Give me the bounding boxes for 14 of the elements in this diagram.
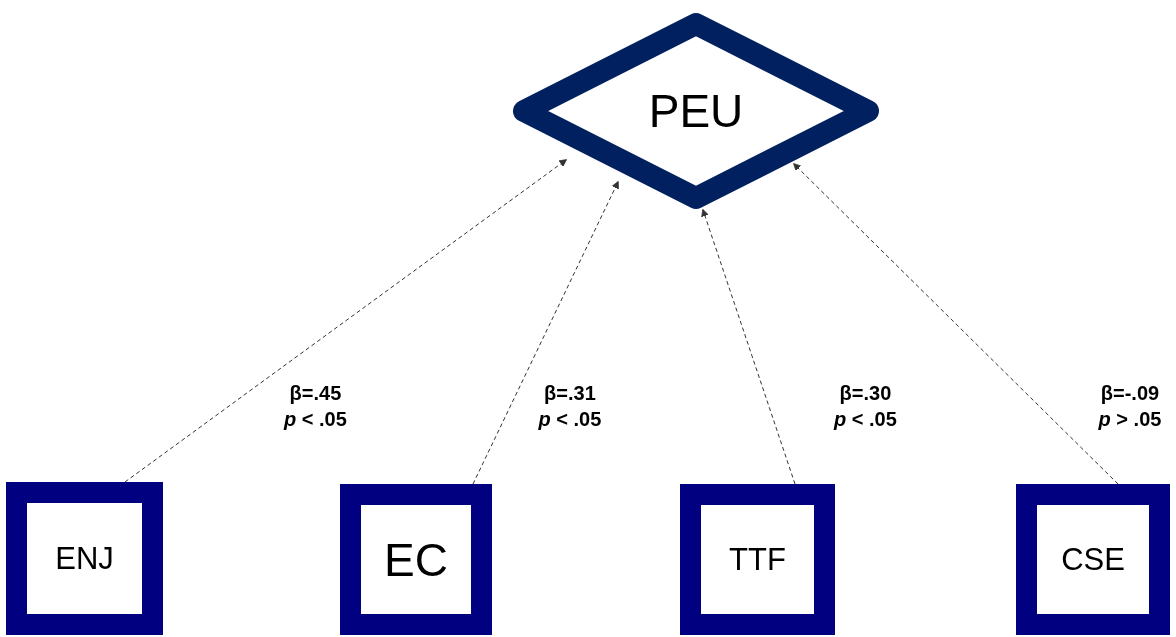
construct-box [340, 484, 492, 635]
arrow [701, 209, 796, 485]
node-label: ENJ [55, 540, 114, 577]
node-label: PEU [648, 84, 744, 138]
arrow [124, 159, 567, 483]
construct-box [680, 484, 835, 635]
arrow [472, 181, 619, 485]
arrow [793, 163, 1119, 485]
node-label: CSE [1061, 541, 1125, 578]
node-label: TTF [729, 541, 786, 578]
construct-box [1016, 484, 1170, 635]
node-label: EC [384, 532, 448, 587]
decision-diamond [512, 12, 880, 210]
construct-box [6, 482, 163, 635]
